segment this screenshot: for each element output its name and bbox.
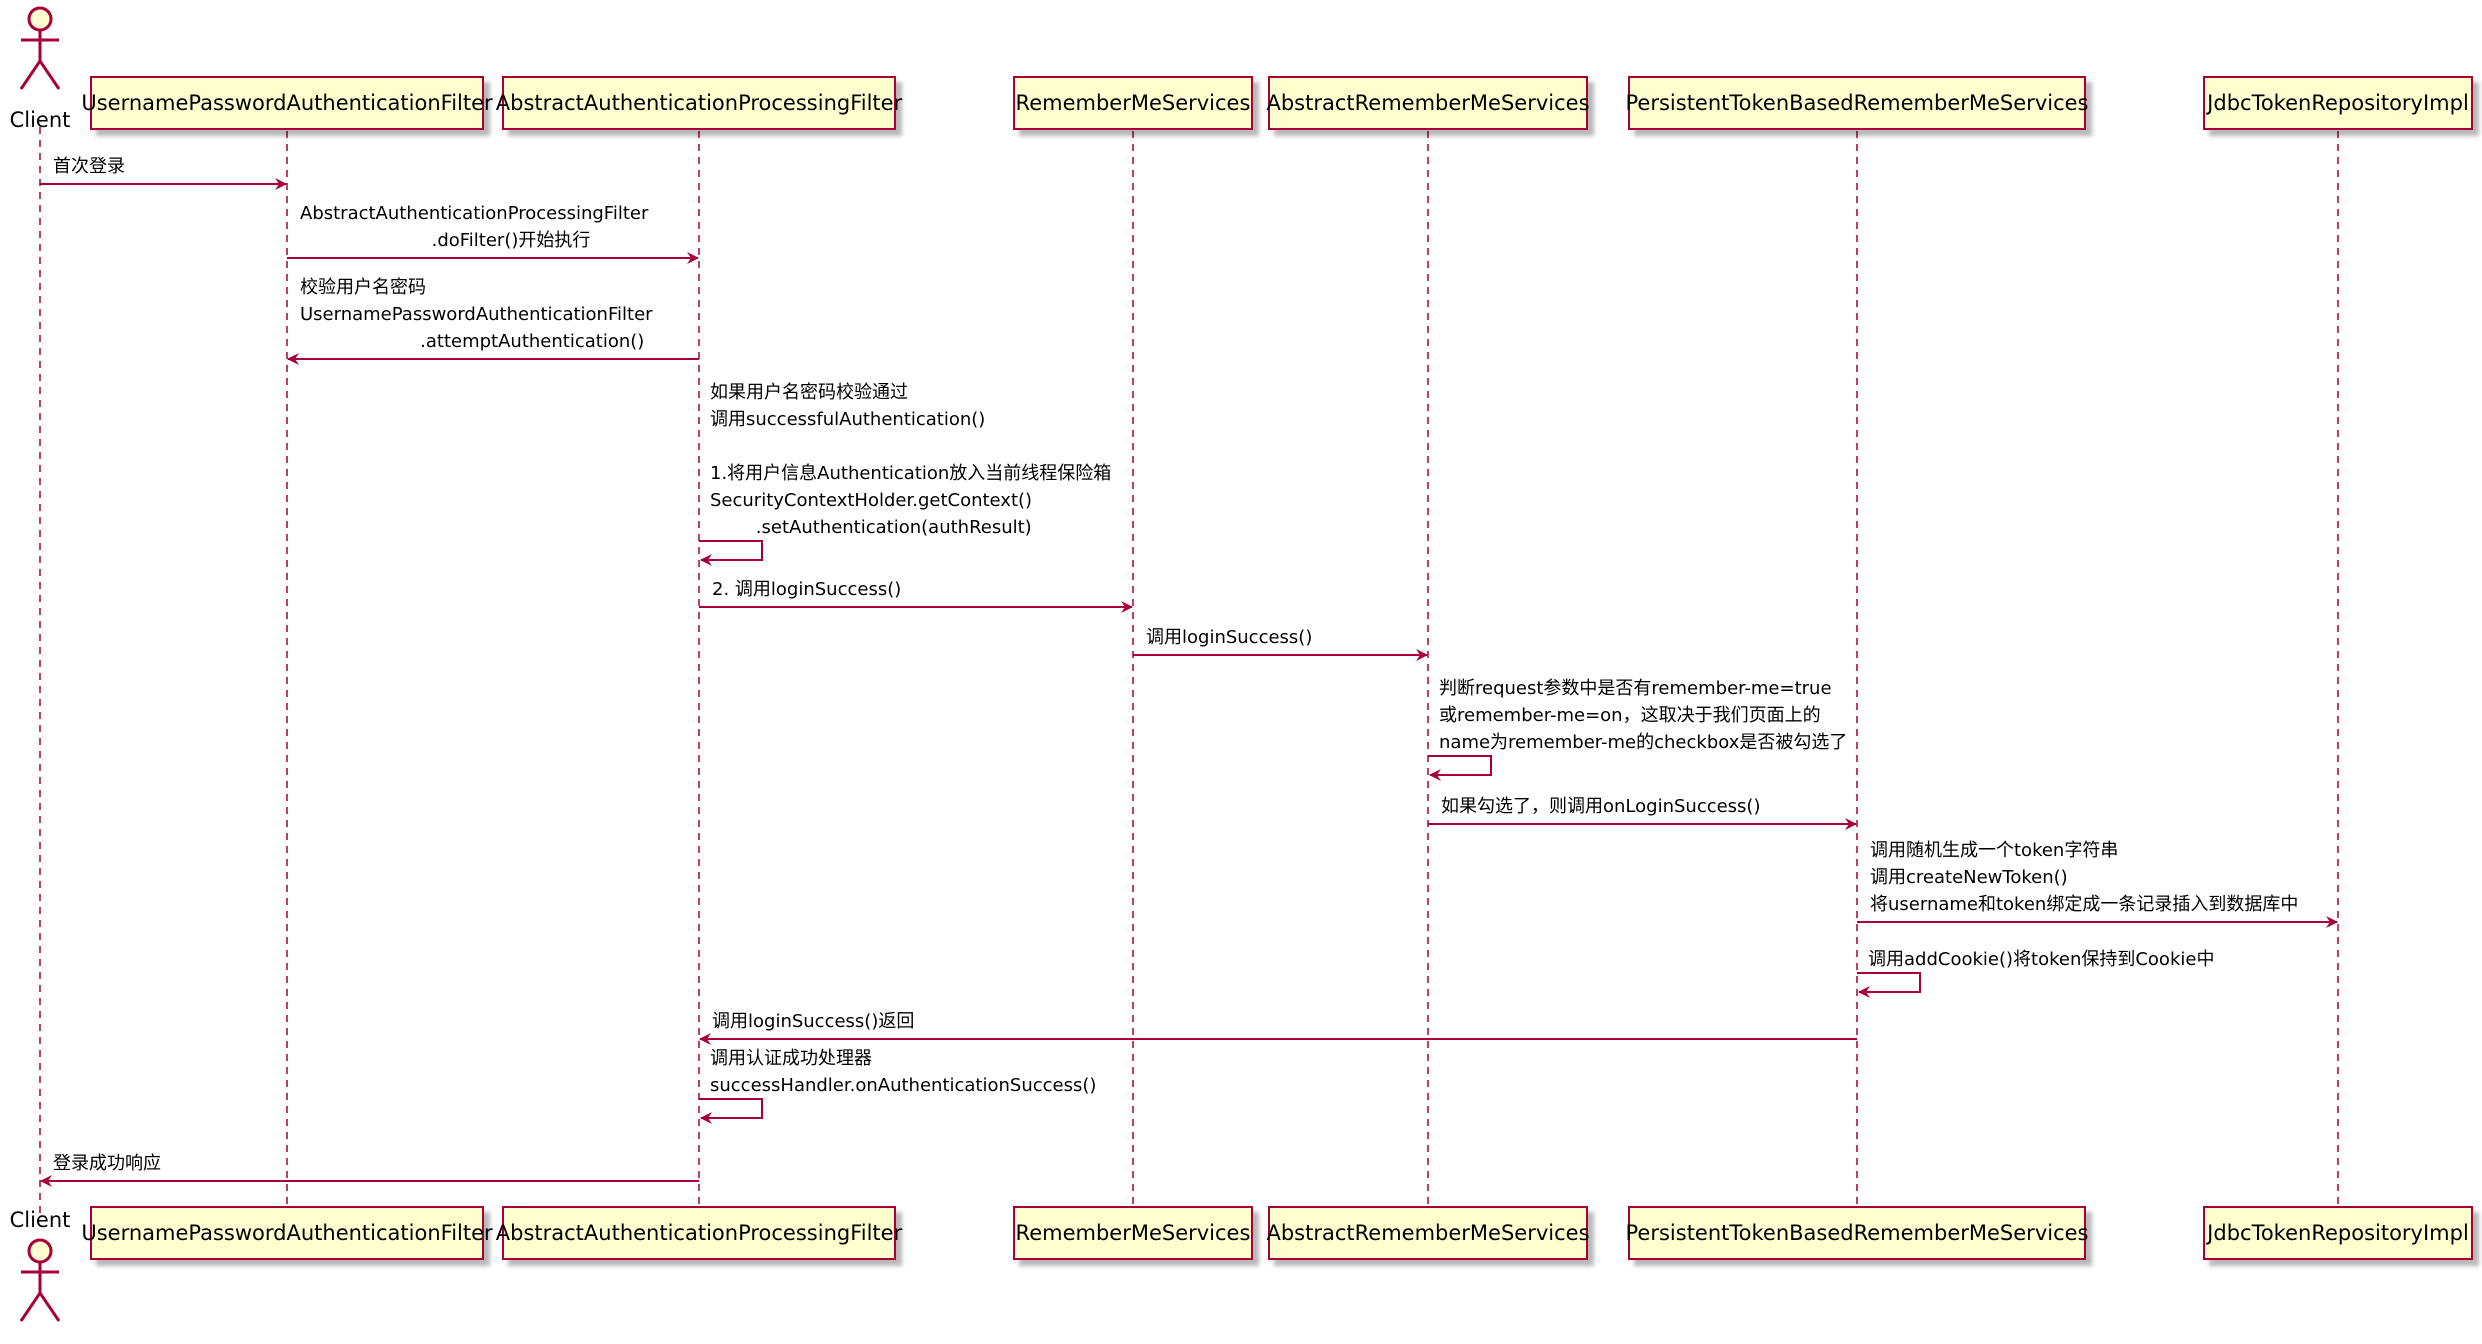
message-12: 调用认证成功处理器 successHandler.onAuthentication…	[699, 1048, 1096, 1124]
message-label-line: .attemptAuthentication()	[300, 331, 644, 352]
message-label-line: 或remember-me=on，这取决于我们页面上的	[1439, 705, 1821, 726]
message-label-line: 将username和token绑定成一条记录插入到数据库中	[1870, 894, 2298, 915]
actor-label-bottom: Client	[9, 1208, 71, 1232]
message-label-line: 如果用户名密码校验通过	[710, 382, 908, 403]
message-label-line: 调用successfulAuthentication()	[710, 409, 985, 430]
message-label-line: 调用认证成功处理器	[710, 1048, 872, 1069]
message-label-line: SecurityContextHolder.getContext()	[710, 490, 1032, 511]
message-label-line: .doFilter()开始执行	[300, 230, 590, 251]
message-label-line: 如果勾选了，则调用onLoginSuccess()	[1441, 796, 1760, 817]
message-label-line: 调用createNewToken()	[1870, 867, 2068, 888]
message-label-line: name为remember-me的checkbox是否被勾选了	[1439, 732, 1847, 753]
message-7: 判断request参数中是否有remember-me=true 或remember…	[1428, 678, 1847, 781]
participant-bottom-jtri: JdbcTokenRepositoryImpl	[2203, 1206, 2473, 1260]
message-label-line: 登录成功响应	[53, 1153, 161, 1174]
message-label-line: successHandler.onAuthenticationSuccess()	[710, 1075, 1096, 1096]
message-label-line: 校验用户名密码	[300, 277, 426, 298]
message-1: 首次登录	[40, 156, 287, 190]
participant-top-ptbrms: PersistentTokenBasedRememberMeServices	[1626, 76, 2089, 130]
participant-bottom-ptbrms: PersistentTokenBasedRememberMeServices	[1626, 1206, 2089, 1260]
message-label-line: 调用addCookie()将token保持到Cookie中	[1868, 949, 2214, 970]
actor-bottom-icon	[19, 1238, 61, 1322]
message-label-line: 调用loginSuccess()返回	[712, 1011, 914, 1032]
message-label-line: .setAuthentication(authResult)	[710, 517, 1032, 538]
message-2: AbstractAuthenticationProcessingFilter .…	[287, 203, 699, 264]
message-6: 调用loginSuccess()	[1133, 627, 1428, 661]
message-label-line: 判断request参数中是否有remember-me=true	[1439, 678, 1832, 699]
message-label-line: UsernamePasswordAuthenticationFilter	[300, 304, 653, 325]
message-label-line: AbstractAuthenticationProcessingFilter	[300, 203, 649, 224]
message-3: 校验用户名密码 UsernamePasswordAuthenticationFil…	[287, 277, 699, 365]
actor-top-icon	[19, 6, 61, 90]
participant-bottom-arms: AbstractRememberMeServices	[1266, 1206, 1590, 1260]
participant-bottom-aapf: AbstractAuthenticationProcessingFilter	[496, 1206, 902, 1260]
message-label-line: 2. 调用loginSuccess()	[712, 579, 901, 600]
participant-top-arms: AbstractRememberMeServices	[1266, 76, 1590, 130]
participant-bottom-rms: RememberMeServices	[1013, 1206, 1253, 1260]
participant-bottom-upaf: UsernamePasswordAuthenticationFilter	[81, 1206, 493, 1260]
participant-top-rms: RememberMeServices	[1013, 76, 1253, 130]
self-message-arrow	[1428, 755, 1492, 781]
message-label-line: 1.将用户信息Authentication放入当前线程保险箱	[710, 463, 1111, 484]
participant-top-jtri: JdbcTokenRepositoryImpl	[2203, 76, 2473, 130]
message-8: 如果勾选了，则调用onLoginSuccess()	[1428, 796, 1857, 830]
message-13: 登录成功响应	[40, 1153, 699, 1187]
message-11: 调用loginSuccess()返回	[699, 1011, 1857, 1045]
message-label-line: 调用随机生成一个token字符串	[1870, 840, 2118, 861]
message-5: 2. 调用loginSuccess()	[699, 579, 1133, 613]
participant-top-aapf: AbstractAuthenticationProcessingFilter	[496, 76, 902, 130]
actor-label-top: Client	[9, 108, 71, 132]
self-message-arrow	[1857, 972, 1921, 998]
participant-top-upaf: UsernamePasswordAuthenticationFilter	[81, 76, 493, 130]
self-message-arrow	[699, 540, 763, 566]
self-message-arrow	[699, 1098, 763, 1124]
message-label-line: 首次登录	[53, 156, 125, 177]
message-label-line: 调用loginSuccess()	[1146, 627, 1312, 648]
message-10: 调用addCookie()将token保持到Cookie中	[1857, 949, 2214, 998]
